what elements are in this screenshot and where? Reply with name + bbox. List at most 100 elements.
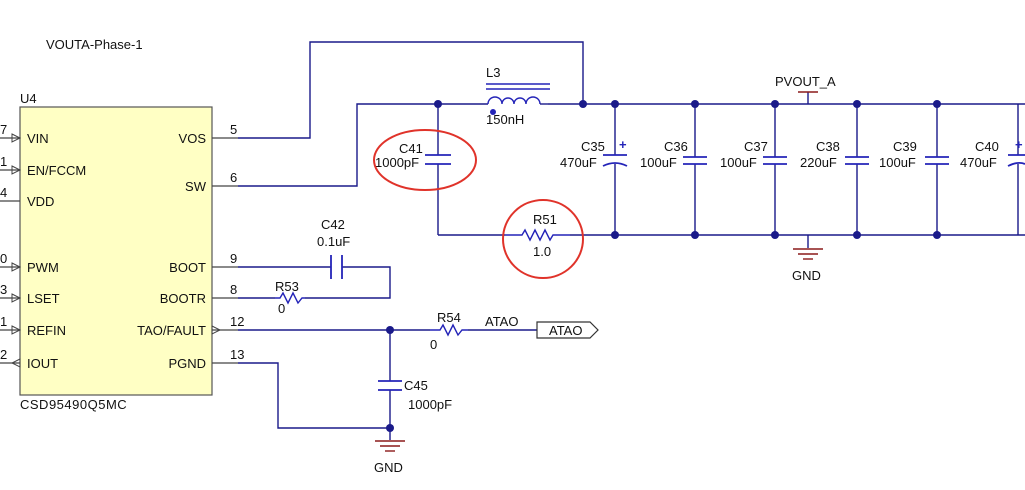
c40-value: 470uF	[960, 155, 997, 170]
ground-symbol-right: GND	[792, 248, 823, 283]
pin-arrow-icon	[11, 325, 22, 335]
ic-ref: U4	[20, 91, 37, 106]
pvout-label: PVOUT_A	[775, 74, 836, 89]
pin-name-lset: LSET	[27, 291, 60, 306]
capacitor-c38: C38 220uF	[800, 139, 869, 170]
junction-dot	[771, 100, 779, 108]
off-page-port-icon	[536, 321, 599, 339]
junction-dot	[853, 231, 861, 239]
pin-num-en: 1	[0, 154, 7, 169]
plus-icon: +	[1015, 137, 1023, 152]
ic-body	[19, 106, 213, 396]
capacitor-c36: C36 100uF	[640, 139, 707, 170]
pin-arrow-icon	[11, 293, 22, 303]
junctions	[386, 100, 941, 432]
pin-num-sw: 6	[230, 170, 237, 185]
pin-name-vin: VIN	[27, 131, 49, 146]
junction-dot	[691, 231, 699, 239]
highlight-circle-c41	[373, 129, 477, 191]
ground-icon: GND	[792, 268, 821, 283]
c38-ref: C38	[816, 139, 840, 154]
pin-name-vdd: VDD	[27, 194, 54, 209]
c41-ref: C41	[399, 141, 423, 156]
junction-dot	[853, 100, 861, 108]
c35-ref: C35	[581, 139, 605, 154]
c35-value: 470uF	[560, 155, 597, 170]
pin-num-iout: 2	[0, 347, 7, 362]
capacitor-c40: + C40 470uF	[960, 137, 1025, 170]
pin-arrow-icon	[211, 325, 222, 335]
pin-arrow-icon	[11, 262, 22, 272]
ic-u4: U4 CSD95490Q5MC 7 VIN 1 EN/FCCM 4 VDD 0 …	[0, 91, 244, 412]
junction-dot	[771, 231, 779, 239]
c38-value: 220uF	[800, 155, 837, 170]
pin-arrow-icon	[10, 358, 21, 368]
c45-value: 1000pF	[408, 397, 452, 412]
r54-value: 0	[430, 337, 437, 352]
c39-ref: C39	[893, 139, 917, 154]
pin-name-en: EN/FCCM	[27, 163, 86, 178]
junction-dot	[434, 100, 442, 108]
highlight-circle-r51	[502, 199, 584, 279]
l3-ref: L3	[486, 65, 500, 80]
pin-name-tao: TAO/FAULT	[137, 323, 206, 338]
pin-name-pgnd: PGND	[168, 356, 206, 371]
resistor-r54: R54 0	[430, 310, 468, 352]
capacitor-c35: + C35 470uF	[560, 137, 628, 170]
polarity-dot-icon	[490, 109, 496, 115]
pin-num-refin: 1	[0, 314, 7, 329]
pin-num-bootr: 8	[230, 282, 237, 297]
pin-name-refin: REFIN	[27, 323, 66, 338]
junction-dot	[386, 326, 394, 334]
resistor-r51: R51 1.0	[502, 199, 584, 279]
r53-ref: R53	[275, 279, 299, 294]
r51-value: 1.0	[533, 244, 551, 259]
capacitor-c41: C41 1000pF	[373, 129, 477, 191]
atao-net-label: ATAO	[485, 314, 518, 329]
plus-icon: +	[619, 137, 627, 152]
junction-dot	[933, 100, 941, 108]
pin-num-vdd: 4	[0, 185, 7, 200]
c36-ref: C36	[664, 139, 688, 154]
pin-name-boot: BOOT	[169, 260, 206, 275]
r53-value: 0	[278, 301, 285, 316]
c39-value: 100uF	[879, 155, 916, 170]
r51-ref: R51	[533, 212, 557, 227]
junction-dot	[579, 100, 587, 108]
c42-value: 0.1uF	[317, 234, 350, 249]
net-flag-pvout: PVOUT_A	[775, 74, 836, 93]
pin-name-iout: IOUT	[27, 356, 58, 371]
c42-ref: C42	[321, 217, 345, 232]
capacitor-c45: C45 1000pF	[378, 378, 452, 412]
pin-num-vin: 7	[0, 122, 7, 137]
pin-num-vos: 5	[230, 122, 237, 137]
pin-num-pwm: 0	[0, 251, 7, 266]
junction-dot	[611, 231, 619, 239]
pin-num-lset: 3	[0, 282, 7, 297]
pin-num-boot: 9	[230, 251, 237, 266]
l3-value: 150nH	[486, 112, 524, 127]
sheet-title: VOUTA-Phase-1	[46, 37, 143, 52]
junction-dot	[386, 424, 394, 432]
capacitor-c37: C37 100uF	[720, 139, 787, 170]
pin-num-tao: 12	[230, 314, 244, 329]
atao-port-label: ATAO	[549, 323, 582, 338]
junction-dot	[611, 100, 619, 108]
pin-name-sw: SW	[185, 179, 207, 194]
capacitor-c42: C42 0.1uF	[317, 217, 350, 279]
c37-ref: C37	[744, 139, 768, 154]
junction-dot	[691, 100, 699, 108]
pin-name-vos: VOS	[179, 131, 207, 146]
pin-name-pwm: PWM	[27, 260, 59, 275]
r54-ref: R54	[437, 310, 461, 325]
pin-name-bootr: BOOTR	[160, 291, 206, 306]
c41-value: 1000pF	[375, 155, 419, 170]
ic-part: CSD95490Q5MC	[20, 397, 127, 412]
c40-ref: C40	[975, 139, 999, 154]
atao-net: ATAO ATAO	[485, 314, 599, 339]
inductor-l3: L3 150nH	[486, 65, 550, 127]
capacitor-c39: C39 100uF	[879, 139, 949, 170]
pin-arrow-icon	[11, 165, 22, 175]
